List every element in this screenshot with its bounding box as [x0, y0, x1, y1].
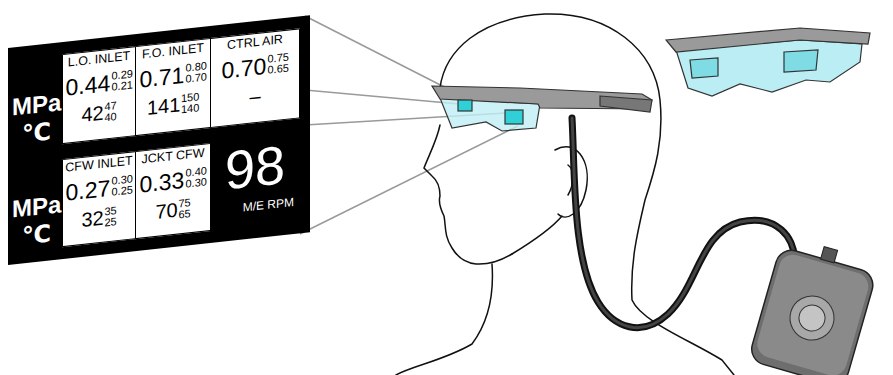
reading: 0.71	[140, 64, 185, 92]
controller-button-inner	[796, 302, 828, 334]
gauge-cell: CTRL AIR0.700.750.65–	[210, 28, 300, 128]
unit-label: MPa	[12, 192, 61, 221]
cable-wire	[572, 118, 794, 328]
reading: 0.70	[222, 55, 267, 83]
reading: 0.33	[140, 169, 185, 197]
cell-heading: CFW INLET	[63, 154, 135, 174]
reading: 140	[181, 102, 199, 115]
rpm-caption: M/E RPM	[243, 196, 294, 214]
gauge-cell: CFW INLET0.270.300.25323525	[62, 151, 136, 247]
face-profile	[424, 125, 512, 264]
cell-heading: F.O. INLET	[136, 41, 210, 62]
neck-front	[396, 264, 492, 375]
unit-label: ℃	[22, 119, 51, 146]
controller	[748, 235, 880, 375]
unit-label: MPa	[12, 90, 61, 119]
reading: 141	[147, 94, 180, 118]
leader-line	[305, 16, 460, 95]
rpm-readout: 98M/E RPM	[210, 133, 300, 231]
controller-face	[754, 251, 872, 375]
reading: 0.44	[66, 72, 111, 100]
inset-lens	[784, 50, 818, 72]
controller-button	[785, 291, 839, 345]
controller-body	[748, 247, 877, 375]
reading: 0.21	[112, 79, 133, 92]
reading: 40	[105, 111, 117, 123]
reading: 0.25	[112, 184, 133, 197]
jaw-line	[512, 216, 562, 254]
reading: 0.65	[268, 62, 289, 75]
glasses-temple	[600, 96, 652, 112]
cable-plug	[821, 247, 838, 263]
reading: 42	[82, 103, 104, 125]
rpm-value: 98	[210, 135, 300, 199]
reading: 0.27	[66, 177, 111, 205]
reading: 70	[156, 200, 178, 222]
gauge-cell: L.O. INLET0.440.290.21424740	[62, 46, 136, 144]
reading: –	[250, 86, 261, 107]
inset-lens	[690, 58, 718, 78]
cell-heading: CTRL AIR	[211, 31, 299, 53]
display-lens	[505, 110, 523, 124]
inset-frame	[666, 28, 870, 52]
leader-line	[300, 126, 518, 234]
reading: 0.30	[186, 176, 207, 189]
gauge-cell: F.O. INLET0.710.800.70141150140	[135, 38, 211, 136]
glasses-inset	[666, 28, 870, 96]
display-lens	[458, 100, 472, 111]
gauge-cell: JCKT CFW0.330.400.30707565	[135, 143, 211, 239]
glasses-worn	[432, 86, 652, 131]
display-panel: MPa℃MPa℃L.O. INLET0.440.290.21424740F.O.…	[8, 15, 310, 265]
reading: 0.70	[186, 71, 207, 84]
cable-core	[572, 118, 794, 328]
reading: 25	[105, 216, 117, 228]
cell-heading: L.O. INLET	[63, 49, 135, 69]
reading: 32	[82, 208, 104, 230]
cell-heading: JCKT CFW	[136, 146, 210, 167]
leader-lines	[300, 16, 518, 234]
cable	[572, 118, 794, 328]
reading: 65	[179, 208, 191, 220]
unit-label: ℃	[22, 221, 51, 248]
